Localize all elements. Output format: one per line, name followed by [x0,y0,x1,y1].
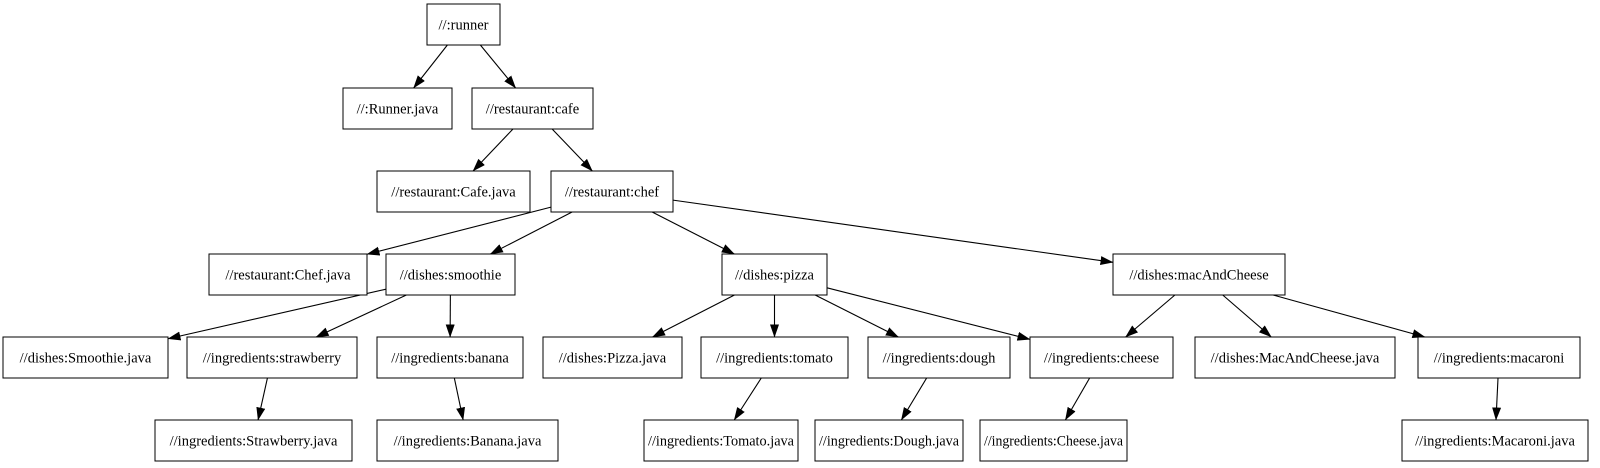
edge-smoothie-strawberry [315,294,407,338]
node-cafe: //restaurant:cafe [471,87,594,130]
node-pizza_java: //dishes:Pizza.java [542,336,683,379]
node-label-pizza_java: //dishes:Pizza.java [559,351,667,367]
node-cheese_java: //ingredients:Cheese.java [979,419,1128,462]
node-label-pizza: //dishes:pizza [735,268,814,284]
node-box-dough_java [814,419,964,462]
node-label-macaroni_java: //ingredients:Macaroni.java [1415,434,1575,450]
node-label-dough: //ingredients:dough [883,351,997,367]
node-label-cafe_java: //restaurant:Cafe.java [391,185,516,201]
node-box-cafe [471,87,594,130]
node-label-smoothie: //dishes:smoothie [400,268,502,284]
node-label-strawberry_java: //ingredients:Strawberry.java [170,434,338,450]
edge-chef-pizza [651,211,735,255]
node-mac_java: //dishes:MacAndCheese.java [1194,336,1396,379]
node-box-strawberry [186,336,358,379]
node-label-strawberry: //ingredients:strawberry [203,351,342,367]
edges-layer [167,44,1502,421]
node-label-banana_java: //ingredients:Banana.java [394,434,542,450]
node-box-mac_java [1194,336,1396,379]
node-label-smoothie_java: //dishes:Smoothie.java [20,351,152,367]
edge-runner-cafe [479,44,517,89]
node-macaroni: //ingredients:macaroni [1417,336,1581,379]
edge-smoothie-smoothie_java [167,288,387,341]
node-box-macaroni_java [1401,419,1589,462]
node-label-mac: //dishes:macAndCheese [1129,268,1268,284]
node-label-tomato: //ingredients:tomato [716,351,833,367]
node-box-dough [867,336,1011,379]
node-box-macaroni [1417,336,1581,379]
node-box-tomato [700,336,849,379]
node-label-dough_java: //ingredients:Dough.java [819,434,960,450]
node-banana: //ingredients:banana [376,336,524,379]
node-dough_java: //ingredients:Dough.java [814,419,964,462]
node-chef_java: //restaurant:Chef.java [208,253,368,296]
node-box-cheese [1029,336,1174,379]
node-strawberry_java: //ingredients:Strawberry.java [154,419,353,462]
node-cheese: //ingredients:cheese [1029,336,1174,379]
node-banana_java: //ingredients:Banana.java [376,419,559,462]
edge-chef-chef_java [366,206,552,256]
node-mac: //dishes:macAndCheese [1112,253,1286,296]
node-label-tomato_java: //ingredients:Tomato.java [648,434,795,450]
edge-pizza-pizza_java [652,294,735,338]
node-box-chef [550,170,674,213]
node-label-cheese_java: //ingredients:Cheese.java [984,434,1124,450]
edge-cheese-cheese_java [1064,377,1091,421]
node-label-runner: //:runner [439,18,489,34]
node-box-runner [426,3,501,46]
node-box-smoothie_java [2,336,169,379]
edge-macaroni-macaroni_java [1492,377,1502,421]
node-box-runner_java [342,87,453,130]
node-label-runner_java: //:Runner.java [357,102,439,118]
node-strawberry: //ingredients:strawberry [186,336,358,379]
node-smoothie: //dishes:smoothie [385,253,516,296]
edge-dough-dough_java [900,377,928,421]
node-label-chef_java: //restaurant:Chef.java [225,268,351,284]
node-label-chef: //restaurant:chef [565,185,659,201]
node-box-cafe_java [376,170,531,213]
node-smoothie_java: //dishes:Smoothie.java [2,336,169,379]
edge-mac-mac_java [1222,294,1272,338]
node-label-macaroni: //ingredients:macaroni [1434,351,1564,367]
node-label-cafe: //restaurant:cafe [486,102,579,118]
node-tomato_java: //ingredients:Tomato.java [643,419,799,462]
node-box-banana_java [376,419,559,462]
edge-cafe-chef [551,128,593,172]
node-box-pizza_java [542,336,683,379]
edge-mac-macaroni [1272,294,1426,339]
node-box-pizza [721,253,828,296]
node-box-banana [376,336,524,379]
nodes-layer: //:runner //:Runner.java //restaurant:cafe… [2,3,1589,462]
edge-chef-smoothie [489,211,573,255]
node-box-cheese_java [979,419,1128,462]
node-label-mac_java: //dishes:MacAndCheese.java [1211,351,1380,367]
node-label-banana: //ingredients:banana [391,351,509,367]
edge-runner-runner_java [413,44,448,89]
edge-chef-mac [672,199,1114,266]
node-chef: //restaurant:chef [550,170,674,213]
node-box-smoothie [385,253,516,296]
node-label-cheese: //ingredients:cheese [1044,351,1159,367]
node-box-strawberry_java [154,419,353,462]
edge-pizza-cheese [826,287,1031,341]
node-macaroni_java: //ingredients:Macaroni.java [1401,419,1589,462]
edge-strawberry-strawberry_java [256,377,268,421]
node-runner_java: //:Runner.java [342,87,453,130]
edge-mac-cheese [1125,294,1176,338]
node-runner: //:runner [426,3,501,46]
node-box-chef_java [208,253,368,296]
edge-tomato-tomato_java [733,377,762,421]
node-box-mac [1112,253,1286,296]
node-pizza: //dishes:pizza [721,253,828,296]
edge-pizza-dough [814,294,899,338]
edge-cafe-cafe_java [472,128,514,172]
node-dough: //ingredients:dough [867,336,1011,379]
node-cafe_java: //restaurant:Cafe.java [376,170,531,213]
node-tomato: //ingredients:tomato [700,336,849,379]
edge-banana-banana_java [453,377,466,421]
node-box-tomato_java [643,419,799,462]
